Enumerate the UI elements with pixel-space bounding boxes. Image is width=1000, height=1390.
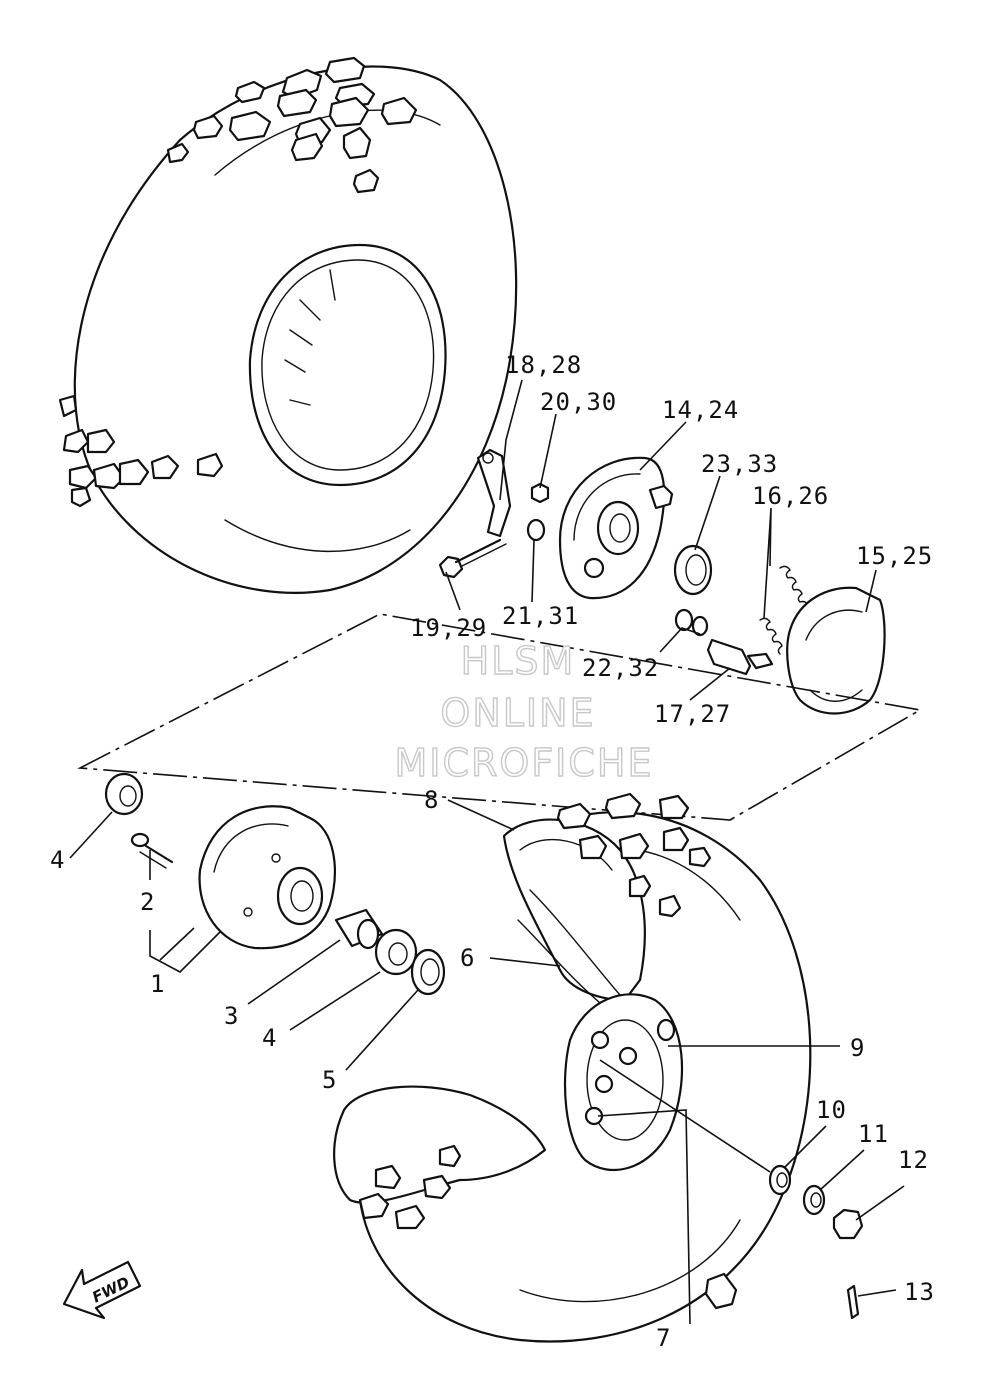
axle-parts (704, 1164, 864, 1320)
washer-b (691, 615, 709, 637)
bearing-top (104, 772, 144, 816)
washer (526, 518, 546, 542)
washer-a (674, 608, 694, 632)
spring-lower (759, 617, 783, 655)
label-7: 7 (656, 1324, 671, 1352)
watermark-line-1: HLSM (461, 639, 576, 683)
label-1: 1 (150, 970, 165, 998)
watermark-line-2: ONLINE (440, 691, 595, 735)
label-22-32: 22,32 (582, 654, 659, 682)
label-20-30: 20,30 (540, 388, 617, 416)
inner-tube (529, 889, 621, 996)
label-10: 10 (816, 1096, 847, 1124)
fwd-arrow-icon: FWD (62, 1260, 142, 1320)
label-17-27: 17,27 (654, 700, 731, 728)
valve-cap-7 (704, 1272, 738, 1310)
washer-10 (768, 1164, 792, 1196)
label-3: 3 (224, 1002, 239, 1030)
label-12: 12 (898, 1146, 929, 1174)
valve (656, 1018, 676, 1042)
label-18-28: 18,28 (505, 351, 582, 379)
label-13: 13 (904, 1278, 935, 1306)
nut (530, 482, 550, 504)
upper-tire (58, 56, 518, 594)
label-14-24: 14,24 (662, 396, 739, 424)
washer-11 (802, 1184, 826, 1216)
label-16-26: 16,26 (752, 482, 829, 510)
leader-lines (69, 379, 905, 1325)
label-5: 5 (322, 1066, 337, 1094)
cotter-pin-13 (846, 1284, 860, 1320)
watermark: HLSM ONLINE MICROFICHE (394, 638, 653, 785)
brake-assembly (438, 448, 886, 715)
hub-assembly (104, 772, 446, 996)
label-21-31: 21,31 (502, 602, 579, 630)
label-4-lower: 4 (262, 1024, 277, 1052)
oil-seal-hub (410, 948, 446, 996)
label-11: 11 (858, 1120, 889, 1148)
brake-shoe (786, 586, 886, 715)
bearing-lower (374, 928, 418, 976)
label-19-29: 19,29 (410, 614, 487, 642)
label-15-25: 15,25 (856, 542, 933, 570)
label-23-33: 23,33 (701, 450, 778, 478)
camshaft-lever (476, 448, 512, 538)
lower-wheel (333, 792, 812, 1343)
axle-nut-12 (832, 1208, 864, 1240)
spring-upper (779, 565, 809, 607)
label-4-top: 4 (50, 846, 65, 874)
label-9: 9 (850, 1034, 865, 1062)
watermark-line-3: MICROFICHE (394, 741, 653, 785)
label-6: 6 (460, 944, 475, 972)
label-8: 8 (424, 786, 439, 814)
brake-camshaft (706, 638, 752, 676)
assembly-boundary (77, 613, 923, 821)
label-2: 2 (140, 888, 155, 916)
part-labels: 18,28 20,30 14,24 23,33 16,26 15,25 19,2… (50, 351, 935, 1352)
